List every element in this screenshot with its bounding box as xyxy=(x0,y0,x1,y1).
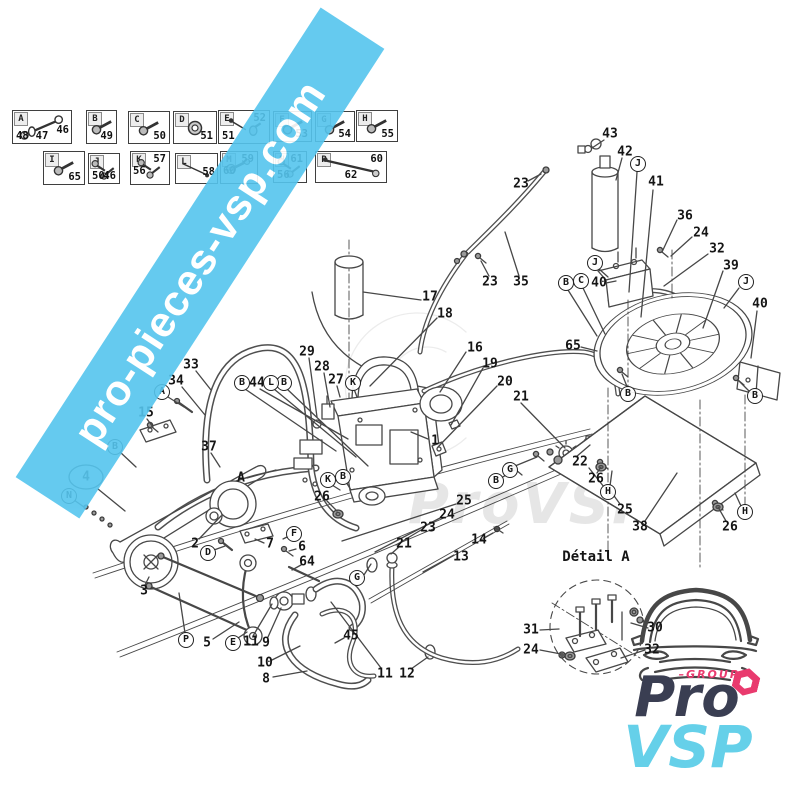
bolt-icon xyxy=(129,112,169,143)
legend-part-number: 57 xyxy=(153,153,166,165)
legend-part-number: 48 xyxy=(16,130,29,142)
logo-pro-text: Pro xyxy=(634,665,740,730)
legend-letter-A: A xyxy=(14,112,28,126)
legend-part-number: 46 xyxy=(56,123,69,136)
legend-box-J: J5046 xyxy=(88,153,120,184)
legend-box-K: K5756 xyxy=(130,151,170,185)
car-sketch xyxy=(630,587,760,682)
legend-letter-I: I xyxy=(45,153,59,167)
legend-part-number: 60 xyxy=(370,153,383,165)
bolt-icon xyxy=(13,111,71,143)
bolt-icon xyxy=(87,111,116,143)
legend-box-D: D 51 xyxy=(173,111,217,144)
legend-part-number: 51 xyxy=(200,130,213,142)
legend-part-number: 49 xyxy=(100,130,113,142)
legend-part-number: 54 xyxy=(338,128,351,140)
legend-box-C: C 50 xyxy=(128,111,170,144)
bolt-icon xyxy=(176,154,217,183)
legend-part-number: 46 xyxy=(103,170,116,182)
leader-lines xyxy=(73,139,758,678)
legend-box-P: P6260 xyxy=(315,151,387,183)
legend-part-number: 51 xyxy=(222,130,235,142)
logo-vsp-text: VSP xyxy=(623,713,753,781)
legend-letter-D: D xyxy=(175,113,189,127)
legend-box-I: I 65 xyxy=(43,151,85,185)
bolt-icon xyxy=(316,152,386,182)
legend-letter-C: C xyxy=(130,113,144,127)
bolt-icon xyxy=(174,112,216,143)
logo-group-label: –GROUP– xyxy=(678,668,748,681)
legend-part-number: 65 xyxy=(68,171,81,183)
legend-part-number: 47 xyxy=(35,130,49,142)
bolt-icon xyxy=(44,152,84,184)
bolt-icon xyxy=(89,154,119,183)
bolt-icon xyxy=(357,111,397,141)
bolt-icon xyxy=(131,152,169,184)
legend-part-number: 56 xyxy=(133,165,146,178)
legend-letter-H: H xyxy=(358,112,372,126)
legend-box-H: H 55 xyxy=(356,110,398,142)
legend-part-number: 50 xyxy=(153,130,166,142)
legend-box-A: A 46 47 48 xyxy=(12,110,72,144)
legend-part-number: 62 xyxy=(344,169,358,181)
legend-part-number: 55 xyxy=(381,128,394,140)
legend-part-number: 50 xyxy=(92,170,105,182)
